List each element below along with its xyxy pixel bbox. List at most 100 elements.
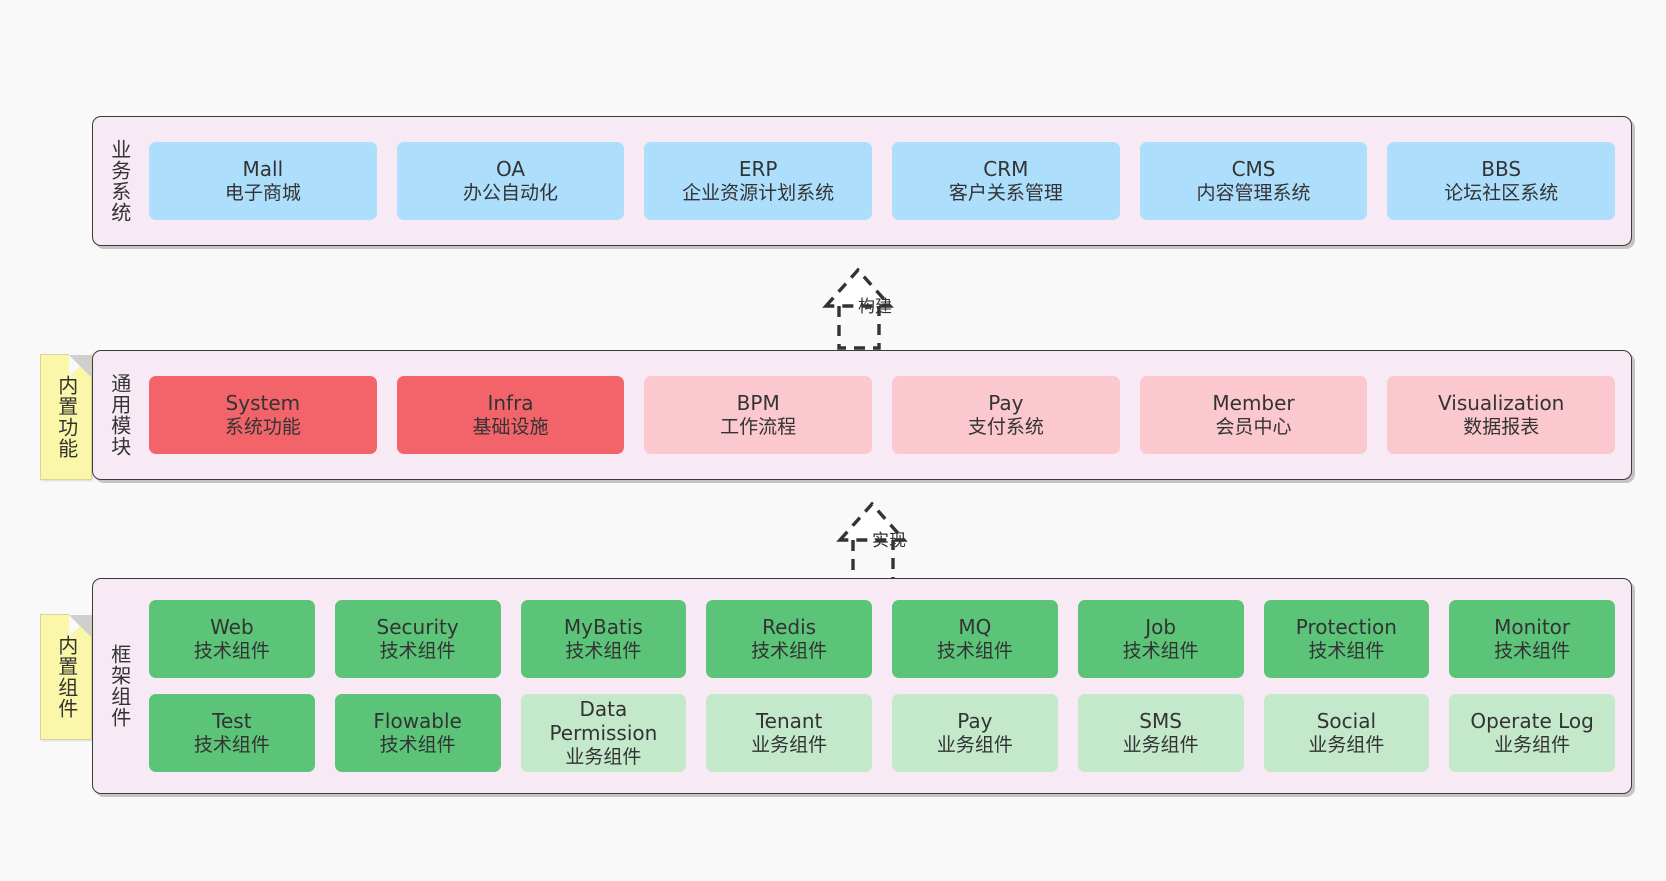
- module-en-label: CMS: [1231, 157, 1276, 182]
- module-box-pay[interactable]: Pay 支付系统: [892, 376, 1120, 454]
- module-cn-label: 工作流程: [720, 415, 797, 438]
- module-cn-label: 技术组件: [1494, 639, 1571, 662]
- module-en-label: Redis: [762, 615, 817, 640]
- module-cn-label: 技术组件: [565, 639, 642, 662]
- module-cn-label: 技术组件: [1308, 639, 1385, 662]
- module-en-label: Flowable: [373, 709, 462, 734]
- module-box-job[interactable]: Job 技术组件: [1077, 600, 1244, 678]
- module-box-web[interactable]: Web 技术组件: [149, 600, 315, 678]
- module-cn-label: 业务组件: [1122, 733, 1199, 756]
- layer-framework-components: 框架组件 Web 技术组件 Security 技术组件 MyBatis 技术组件…: [92, 578, 1632, 794]
- module-cn-label: 业务组件: [1308, 733, 1385, 756]
- module-box-visualization[interactable]: Visualization 数据报表: [1387, 376, 1616, 454]
- module-en-label: Protection: [1295, 615, 1397, 640]
- module-box-operate-log[interactable]: Operate Log 业务组件: [1449, 694, 1615, 772]
- module-cn-label: 业务组件: [751, 733, 828, 756]
- module-en-label: CRM: [983, 157, 1029, 182]
- module-box-protection[interactable]: Protection 技术组件: [1263, 600, 1430, 678]
- module-en-label: ERP: [738, 157, 778, 182]
- module-cn-label: 企业资源计划系统: [682, 181, 835, 204]
- module-en-label: Test: [212, 709, 252, 734]
- layer-row: Mall 电子商城 OA 办公自动化 ERP 企业资源计划系统 CRM 客户关系…: [149, 142, 1616, 220]
- module-cn-label: 技术组件: [379, 639, 456, 662]
- module-en-label: Operate Log: [1470, 709, 1594, 734]
- sticky-note-builtin-features: 内置功能: [40, 354, 92, 480]
- layer-body-business: Mall 电子商城 OA 办公自动化 ERP 企业资源计划系统 CRM 客户关系…: [145, 117, 1631, 245]
- layer-title-modules: 通用模块: [107, 373, 132, 457]
- module-en-label: MQ: [958, 615, 992, 640]
- module-box-mq[interactable]: MQ 技术组件: [892, 600, 1058, 678]
- module-cn-label: 技术组件: [1122, 639, 1199, 662]
- module-cn-label: 支付系统: [967, 415, 1044, 438]
- module-box-test[interactable]: Test 技术组件: [149, 694, 315, 772]
- layer-row: Test 技术组件 Flowable 技术组件 Data Permission …: [149, 694, 1615, 772]
- module-box-security[interactable]: Security 技术组件: [334, 600, 501, 678]
- layer-title-framework: 框架组件: [107, 644, 132, 728]
- module-en-label: MyBatis: [563, 615, 643, 640]
- module-cn-label: 内容管理系统: [1196, 181, 1311, 204]
- module-box-member[interactable]: Member 会员中心: [1139, 376, 1368, 454]
- module-box-mybatis[interactable]: MyBatis 技术组件: [520, 600, 687, 678]
- layer-body-modules: System 系统功能 Infra 基础设施 BPM 工作流程 Pay 支付系统…: [145, 351, 1631, 479]
- module-box-infra[interactable]: Infra 基础设施: [396, 376, 625, 454]
- module-box-redis[interactable]: Redis 技术组件: [706, 600, 872, 678]
- module-en-label: Pay: [988, 391, 1024, 416]
- module-box-crm[interactable]: CRM 客户关系管理: [892, 142, 1120, 220]
- module-box-mall[interactable]: Mall 电子商城: [149, 142, 377, 220]
- layer-common-modules: 通用模块 System 系统功能 Infra 基础设施 BPM 工作流程 Pay…: [92, 350, 1632, 480]
- module-cn-label: 技术组件: [751, 639, 828, 662]
- module-box-monitor[interactable]: Monitor 技术组件: [1449, 600, 1615, 678]
- module-en-label: Pay: [957, 709, 993, 734]
- connector-label-implement: 实现: [872, 531, 906, 551]
- module-en-label: Mall: [242, 157, 284, 182]
- module-cn-label: 技术组件: [193, 639, 270, 662]
- module-cn-label: 办公自动化: [463, 181, 559, 204]
- module-box-social[interactable]: Social 业务组件: [1263, 694, 1430, 772]
- module-en-label: OA: [495, 157, 526, 182]
- module-cn-label: 数据报表: [1463, 415, 1540, 438]
- module-en-label: Tenant: [755, 709, 823, 734]
- layer-row: Web 技术组件 Security 技术组件 MyBatis 技术组件 Redi…: [149, 600, 1615, 678]
- module-cn-label: 电子商城: [224, 181, 301, 204]
- module-box-data-permission[interactable]: Data Permission 业务组件: [520, 694, 687, 772]
- module-box-cms[interactable]: CMS 内容管理系统: [1139, 142, 1368, 220]
- module-cn-label: 技术组件: [379, 733, 456, 756]
- module-cn-label: 业务组件: [565, 745, 642, 768]
- module-en-label: BPM: [736, 391, 780, 416]
- connector-build: 构建: [762, 258, 952, 358]
- module-en-label: BBS: [1481, 157, 1522, 182]
- module-en-label: Visualization: [1438, 391, 1565, 416]
- sticky-note-builtin-components: 内置组件: [40, 614, 92, 740]
- module-cn-label: 基础设施: [472, 415, 549, 438]
- module-box-oa[interactable]: OA 办公自动化: [396, 142, 625, 220]
- module-box-erp[interactable]: ERP 企业资源计划系统: [644, 142, 873, 220]
- layer-row: System 系统功能 Infra 基础设施 BPM 工作流程 Pay 支付系统…: [149, 376, 1616, 454]
- dashed-generalization-arrow-icon: [836, 501, 908, 584]
- module-en-label: Data Permission: [549, 697, 658, 746]
- module-box-flowable[interactable]: Flowable 技术组件: [334, 694, 501, 772]
- module-cn-label: 业务组件: [1494, 733, 1571, 756]
- module-cn-label: 客户关系管理: [948, 181, 1063, 204]
- module-box-tenant[interactable]: Tenant 业务组件: [706, 694, 872, 772]
- module-cn-label: 技术组件: [193, 733, 270, 756]
- module-en-label: SMS: [1139, 709, 1182, 734]
- module-en-label: System: [225, 391, 301, 416]
- sticky-note-label: 内置组件: [54, 635, 79, 719]
- module-box-bbs[interactable]: BBS 论坛社区系统: [1387, 142, 1616, 220]
- module-box-bpm[interactable]: BPM 工作流程: [644, 376, 873, 454]
- module-box-system[interactable]: System 系统功能: [149, 376, 377, 454]
- module-en-label: Security: [376, 615, 459, 640]
- layer-business-systems: 业务系统 Mall 电子商城 OA 办公自动化 ERP 企业资源计划系统 CRM…: [92, 116, 1632, 246]
- module-cn-label: 论坛社区系统: [1444, 181, 1559, 204]
- module-en-label: Job: [1145, 615, 1177, 640]
- module-cn-label: 系统功能: [224, 415, 301, 438]
- module-cn-label: 技术组件: [936, 639, 1013, 662]
- connector-implement: 实现: [776, 492, 966, 592]
- module-box-sms[interactable]: SMS 业务组件: [1077, 694, 1244, 772]
- module-en-label: Monitor: [1494, 615, 1571, 640]
- module-box-pay-business[interactable]: Pay 业务组件: [892, 694, 1058, 772]
- layer-body-framework: Web 技术组件 Security 技术组件 MyBatis 技术组件 Redi…: [145, 579, 1631, 793]
- module-en-label: Infra: [487, 391, 534, 416]
- module-en-label: Social: [1316, 709, 1377, 734]
